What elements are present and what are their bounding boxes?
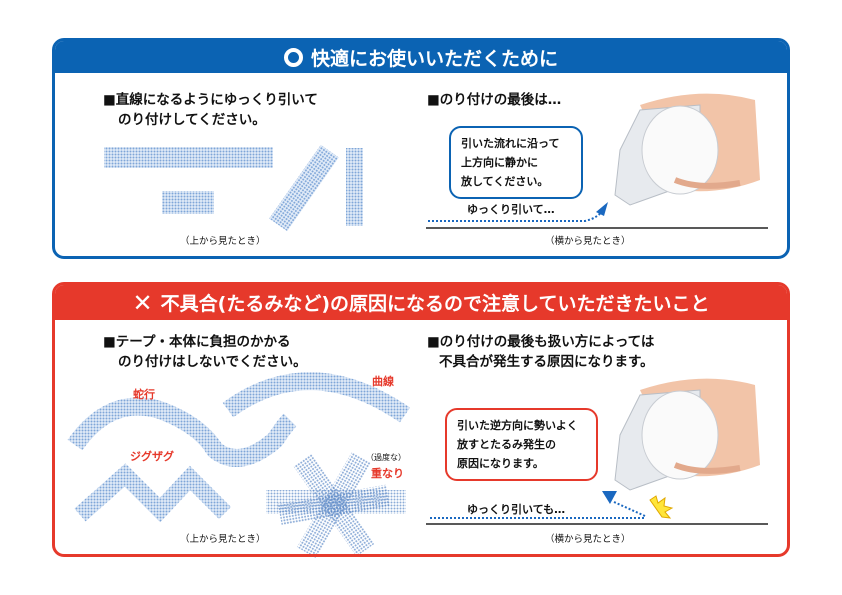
- hand-dispenser-illustration: [614, 93, 760, 206]
- motion-label: ゆっくり引いて…: [467, 203, 555, 216]
- tape-curve: [222, 372, 411, 423]
- arrow-icon: [602, 491, 617, 504]
- hand-dispenser-illustration: [614, 378, 760, 491]
- top-view-caption: （上から見たとき）: [180, 236, 266, 247]
- caution-header: ✕ 不具合(たるみなど)の原因になるので注意していただきたいこと: [55, 285, 787, 320]
- label-overlap: 重なり: [371, 467, 404, 480]
- bubble-line: 放すとたるみ発生の: [457, 438, 556, 451]
- good-usage-panel: 快適にお使いいただくために: [52, 38, 790, 259]
- heading-line: のり付けはしないでください。: [118, 354, 307, 370]
- bubble-line: 引いた逆方向に勢いよく: [457, 419, 578, 432]
- tape-vertical: [346, 148, 363, 226]
- heading-line: ■のり付けの最後も扱い方によっては: [427, 334, 655, 350]
- reverse-dotted-line: [613, 501, 646, 517]
- tape-straight-short: [162, 191, 214, 214]
- left-heading: ■直線になるようにゆっくり引いて のり付けしてください。: [103, 90, 318, 130]
- label-zigzag: ジグザグ: [130, 450, 174, 463]
- motion-label: ゆっくり引いても…: [467, 503, 566, 516]
- top-view-caption: （上から見たとき）: [180, 534, 266, 545]
- speech-bubble: 引いた流れに沿って 上方向に静かに 放してください。: [449, 126, 583, 199]
- tape-overlap: [266, 451, 406, 559]
- circle-icon: [283, 47, 303, 67]
- speech-bubble: 引いた逆方向に勢いよく 放すとたるみ発生の 原因になります。: [445, 408, 598, 481]
- x-icon: ✕: [132, 288, 153, 317]
- bubble-line: 放してください。: [461, 175, 549, 188]
- arrow-icon: [596, 202, 608, 216]
- tape-zigzag: [74, 463, 232, 523]
- heading-line: ■テープ・本体に負担のかかる: [103, 334, 291, 350]
- caution-panel: ✕ 不具合(たるみなど)の原因になるので注意していただきたいこと: [52, 282, 790, 557]
- tape-snake: [67, 397, 297, 467]
- burst-icon: [649, 495, 674, 519]
- right-heading: ■のり付けの最後も扱い方によっては 不具合が発生する原因になります。: [427, 332, 654, 372]
- left-heading: ■テープ・本体に負担のかかる のり付けはしないでください。: [103, 332, 307, 372]
- heading-line: のり付けしてください。: [118, 112, 266, 128]
- good-usage-header: 快適にお使いいただくために: [55, 41, 787, 73]
- header-title: 不具合(たるみなど)の原因になるので注意していただきたいこと: [160, 293, 710, 315]
- label-snake: 蛇行: [133, 388, 155, 401]
- heading-line: ■直線になるようにゆっくり引いて: [103, 92, 318, 108]
- label-curve: 曲線: [372, 375, 394, 388]
- bubble-line: 上方向に静かに: [461, 156, 538, 169]
- right-heading: ■のり付けの最後は…: [427, 92, 562, 108]
- header-title: 快適にお使いいただくために: [310, 47, 558, 70]
- side-view-caption: （横から見たとき）: [545, 236, 631, 247]
- bubble-line: 原因になります。: [457, 457, 544, 470]
- bubble-line: 引いた流れに沿って: [461, 137, 560, 150]
- heading-line: 不具合が発生する原因になります。: [439, 354, 654, 370]
- tape-diagonal: [269, 144, 339, 232]
- side-view-caption: （横から見たとき）: [545, 534, 631, 545]
- tape-straight-long: [104, 147, 273, 168]
- label-excessive: （過度な）: [366, 453, 406, 462]
